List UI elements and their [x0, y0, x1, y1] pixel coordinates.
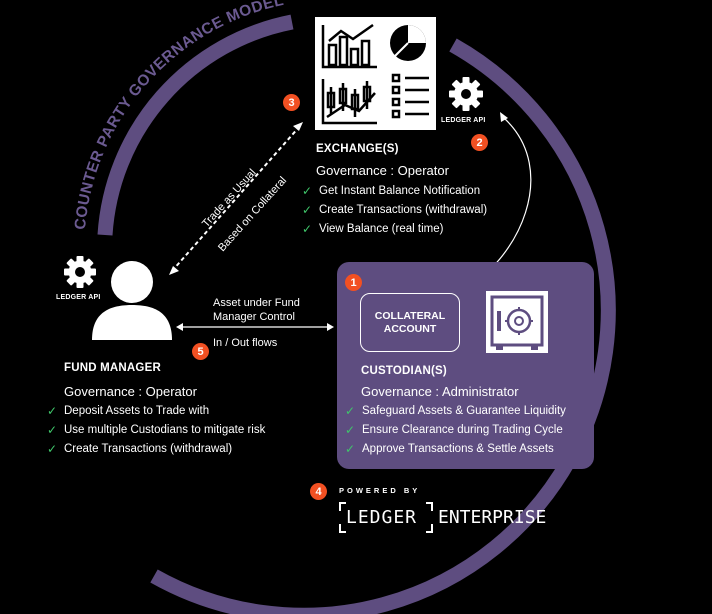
- list-item: ✓Create Transactions (withdrawal): [46, 441, 233, 456]
- user-icon: [92, 261, 172, 340]
- custodian-governance: Governance : Administrator: [361, 384, 519, 399]
- check-icon: ✓: [46, 441, 58, 456]
- inout-label: In / Out flows: [213, 337, 278, 349]
- list-item: ✓Get Instant Balance Notification: [301, 183, 481, 198]
- list-item: ✓Safeguard Assets & Guarantee Liquidity: [344, 403, 566, 418]
- exchange-illustration: [315, 17, 436, 130]
- fund-manager-governance: Governance : Operator: [64, 384, 197, 399]
- exchange-heading: EXCHANGE(S): [316, 143, 399, 155]
- trade-arrow: [171, 125, 301, 272]
- list-item: ✓Approve Transactions & Settle Assets: [344, 441, 554, 456]
- ledger-enterprise-logo: LEDGER ENTERPRISE: [338, 501, 550, 534]
- powered-by-label: POWERED BY: [339, 486, 421, 495]
- title-arc: [97, 14, 294, 236]
- check-icon: ✓: [46, 422, 58, 437]
- check-icon: ✓: [301, 221, 313, 236]
- gear-icon: [64, 256, 96, 288]
- fund-manager-list: ✓Deposit Assets to Trade with ✓Use multi…: [46, 401, 265, 458]
- check-icon: ✓: [46, 403, 58, 418]
- list-item: ✓Ensure Clearance during Trading Cycle: [344, 422, 563, 437]
- badge-3: 3: [283, 94, 300, 111]
- list-item: ✓Deposit Assets to Trade with: [46, 403, 210, 418]
- badge-4: 4: [310, 483, 327, 500]
- asset-label-2: Manager Control: [213, 311, 295, 323]
- fund-manager-heading: FUND MANAGER: [64, 362, 161, 374]
- gear-icon: [449, 77, 483, 111]
- badge-1: 1: [345, 274, 362, 291]
- custodian-panel: [337, 262, 594, 469]
- ledger-wordmark: LEDGER: [346, 507, 418, 528]
- collateral-account: COLLATERAL ACCOUNT: [360, 293, 460, 352]
- badge-2: 2: [471, 134, 488, 151]
- vault-icon: [486, 291, 548, 353]
- enterprise-wordmark: ENTERPRISE: [438, 507, 547, 528]
- list-item: ✓Create Transactions (withdrawal): [301, 202, 488, 217]
- exchange-api-label: LEDGER API: [441, 117, 486, 124]
- check-icon: ✓: [344, 441, 356, 456]
- fund-manager-api-label: LEDGER API: [56, 294, 101, 301]
- custodian-list: ✓Safeguard Assets & Guarantee Liquidity …: [344, 401, 566, 458]
- chart-icon: [321, 23, 429, 125]
- check-icon: ✓: [301, 183, 313, 198]
- badge-5: 5: [192, 343, 209, 360]
- check-icon: ✓: [344, 403, 356, 418]
- asset-label-1: Asset under Fund: [213, 297, 300, 309]
- custodian-heading: CUSTODIAN(S): [361, 365, 447, 377]
- exchange-governance: Governance : Operator: [316, 163, 449, 178]
- exchange-list: ✓Get Instant Balance Notification ✓Creat…: [301, 181, 487, 238]
- check-icon: ✓: [301, 202, 313, 217]
- check-icon: ✓: [344, 422, 356, 437]
- list-item: ✓View Balance (real time): [301, 221, 444, 236]
- list-item: ✓Use multiple Custodians to mitigate ris…: [46, 422, 266, 437]
